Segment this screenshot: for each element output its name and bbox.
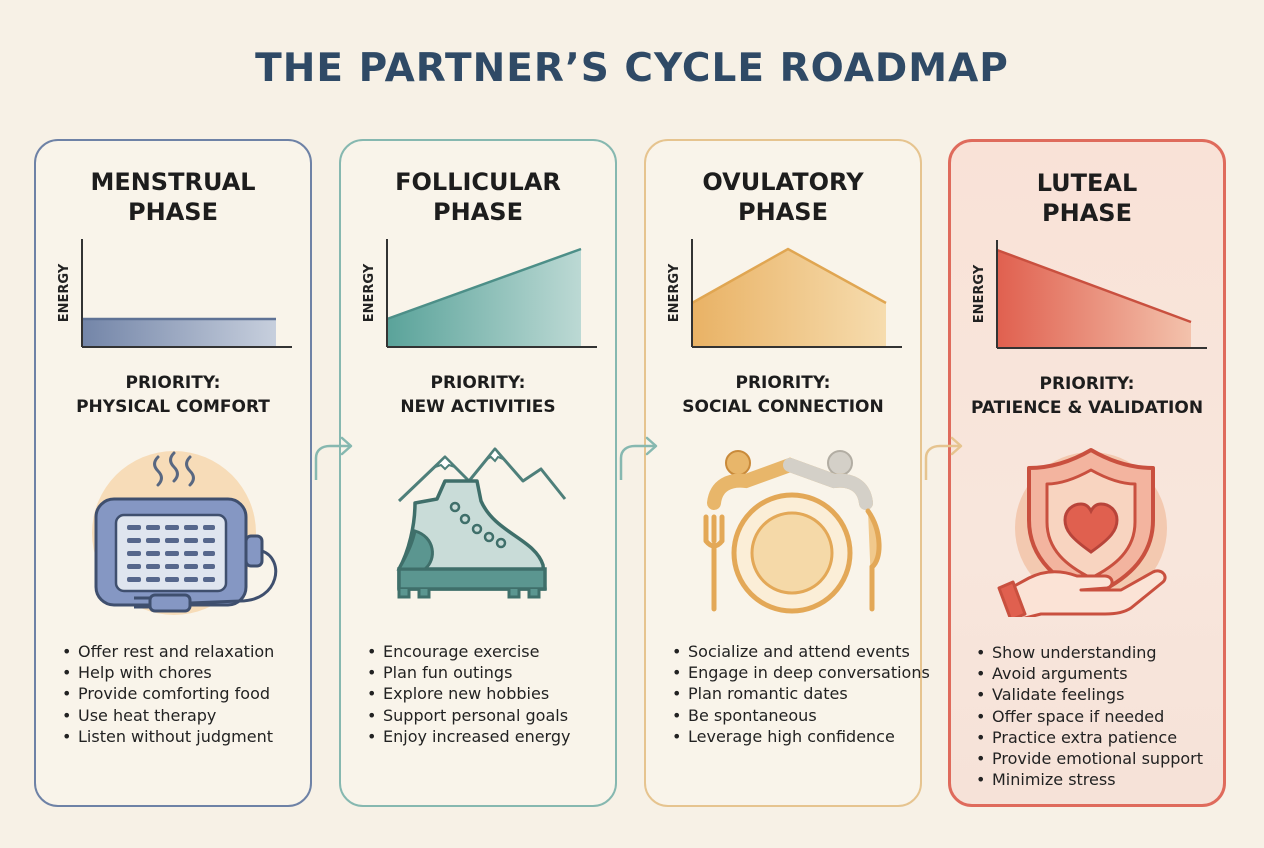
energy-area	[692, 249, 886, 347]
energy-line	[386, 247, 582, 321]
energy-area	[997, 250, 1191, 348]
phase-card-follicular: FOLLICULAR PHASE ENERGY PRIORITY: NEW AC…	[339, 139, 617, 807]
list-item: Encourage exercise	[367, 641, 570, 662]
list-item: Explore new hobbies	[367, 683, 570, 704]
energy-chart-peak: ENERGY	[667, 239, 902, 348]
page-title: THE PARTNER’S CYCLE ROADMAP	[255, 46, 1009, 91]
energy-chart-rising: ENERGY	[362, 239, 597, 348]
energy-chart-low-flat: ENERGY	[57, 239, 292, 348]
list-item: Plan romantic dates	[672, 683, 930, 704]
phase-title: LUTEAL PHASE	[1036, 169, 1138, 227]
priority: PRIORITY: NEW ACTIVITIES	[400, 373, 556, 417]
energy-area	[387, 249, 581, 347]
list-item: Validate feelings	[976, 684, 1203, 705]
list-item: Enjoy increased energy	[367, 726, 570, 747]
list-item: Help with chores	[62, 662, 274, 683]
tips-list: Socialize and attend events Engage in de…	[672, 641, 930, 747]
energy-line	[691, 247, 887, 305]
list-item: Practice extra patience	[976, 727, 1203, 748]
list-item: Support personal goals	[367, 705, 570, 726]
heating-pad-icon	[92, 451, 278, 615]
priority: PRIORITY: PHYSICAL COMFORT	[76, 373, 270, 417]
hiking-boot-mountains-icon	[396, 447, 567, 599]
list-item: Avoid arguments	[976, 663, 1203, 684]
energy-line	[996, 248, 1192, 324]
energy-axis-label: ENERGY	[972, 264, 987, 323]
phase-title: FOLLICULAR PHASE	[395, 168, 561, 226]
list-item: Engage in deep conversations	[672, 662, 930, 683]
phase-title: MENSTRUAL PHASE	[90, 168, 256, 226]
list-item: Listen without judgment	[62, 726, 274, 747]
tips-list: Offer rest and relaxation Help with chor…	[62, 641, 274, 747]
list-item: Offer space if needed	[976, 706, 1203, 727]
energy-axis-label: ENERGY	[667, 263, 682, 322]
priority: PRIORITY: SOCIAL CONNECTION	[682, 373, 884, 417]
phase-card-luteal: LUTEAL PHASE ENERGY PRIORITY: PATIENCE &…	[948, 139, 1226, 807]
list-item: Be spontaneous	[672, 705, 930, 726]
heart-shield-hand-icon	[997, 448, 1167, 617]
list-item: Plan fun outings	[367, 662, 570, 683]
energy-area	[82, 319, 276, 347]
dinner-plate-people-icon	[703, 450, 882, 614]
list-item: Provide emotional support	[976, 748, 1203, 769]
priority: PRIORITY: PATIENCE & VALIDATION	[970, 374, 1204, 418]
list-item: Show understanding	[976, 642, 1203, 663]
phase-title: OVULATORY PHASE	[702, 168, 864, 226]
list-item: Offer rest and relaxation	[62, 641, 274, 662]
energy-axis-label: ENERGY	[57, 263, 72, 322]
phase-card-ovulatory: OVULATORY PHASE ENERGY PRIORITY: SOCIAL …	[644, 139, 930, 807]
connector-arrow-icon	[314, 436, 353, 480]
connector-arrow-icon	[924, 436, 963, 480]
list-item: Use heat therapy	[62, 705, 274, 726]
list-item: Provide comforting food	[62, 683, 274, 704]
phase-card-menstrual: MENSTRUAL PHASE ENERGY PRIORITY: PHYSICA…	[34, 139, 312, 807]
connector-arrow-icon	[619, 436, 658, 480]
energy-chart-declining: ENERGY	[972, 240, 1207, 349]
tips-list: Encourage exercise Plan fun outings Expl…	[367, 641, 570, 747]
list-item: Socialize and attend events	[672, 641, 930, 662]
tips-list: Show understanding Avoid arguments Valid…	[976, 642, 1203, 791]
list-item: Leverage high confidence	[672, 726, 930, 747]
energy-axis-label: ENERGY	[362, 263, 377, 322]
list-item: Minimize stress	[976, 769, 1203, 790]
